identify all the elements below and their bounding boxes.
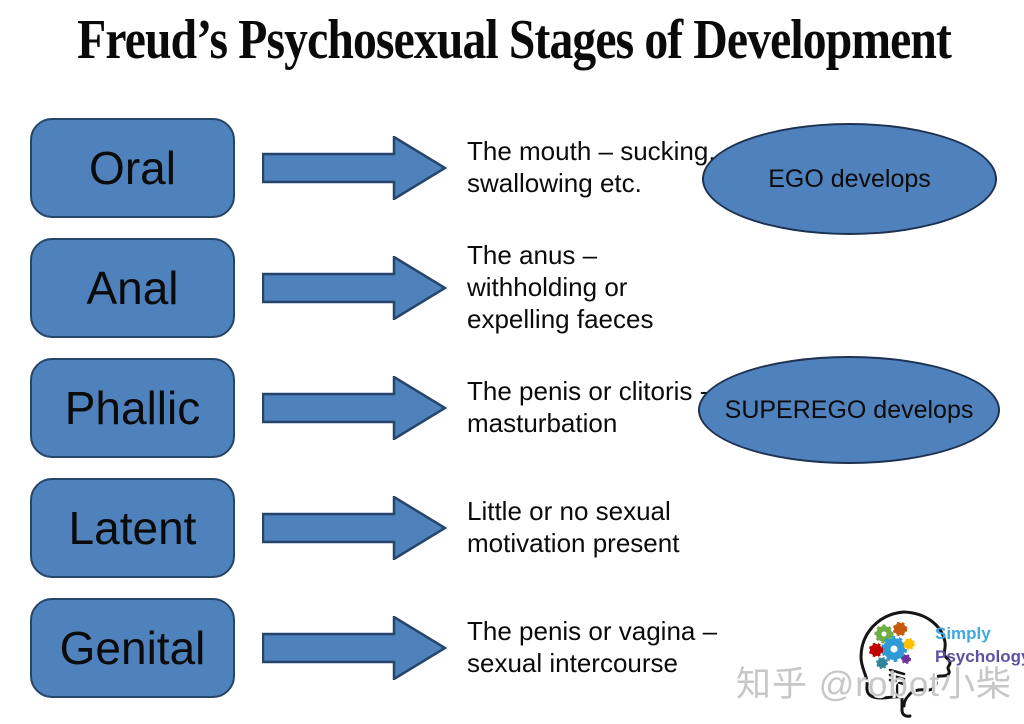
stage-label: Oral	[89, 142, 176, 194]
stage-label: Anal	[86, 262, 179, 314]
head-gears-icon	[859, 610, 952, 718]
logo-text-simply: Simply	[935, 624, 991, 643]
callout-label: EGO develops	[768, 164, 931, 193]
watermark: 知乎 @robot小柴	[736, 665, 1013, 704]
stage-label: Phallic	[64, 382, 201, 434]
stage-box-genital: Genital	[30, 598, 235, 698]
stage-box-phallic: Phallic	[30, 358, 235, 458]
logo-text-psychology: Psychology	[935, 647, 1024, 666]
stage-description: The mouth – sucking, swallowing etc.	[467, 136, 716, 198]
callout-ego-develops: EGO develops	[702, 123, 997, 235]
simply-psychology-logo: Simply Psychology	[859, 610, 1024, 718]
right-arrow-icon	[262, 376, 447, 440]
right-arrow-icon	[262, 496, 447, 560]
callout-label: SUPEREGO develops	[724, 395, 974, 424]
diagram-title: Freud’s Psychosexual Stages of Developme…	[77, 9, 952, 71]
right-arrow-icon	[262, 616, 447, 680]
stage-box-oral: Oral	[30, 118, 235, 218]
stage-description: The penis or vagina – sexual intercourse	[467, 616, 718, 678]
stage-description: The anus – withholding or expelling faec…	[467, 240, 654, 334]
title-bar: Freud’s Psychosexual Stages of Developme…	[0, 8, 1024, 72]
stage-box-latent: Latent	[30, 478, 235, 578]
right-arrow-icon	[262, 256, 447, 320]
stage-box-anal: Anal	[30, 238, 235, 338]
stage-label: Genital	[59, 622, 206, 674]
stage-description: Little or no sexual motivation present	[467, 496, 680, 558]
callout-superego-develops: SUPEREGO develops	[698, 356, 1000, 464]
stage-label: Latent	[68, 502, 197, 554]
right-arrow-icon	[262, 136, 447, 200]
stage-description: The penis or clitoris - masturbation	[467, 376, 709, 438]
